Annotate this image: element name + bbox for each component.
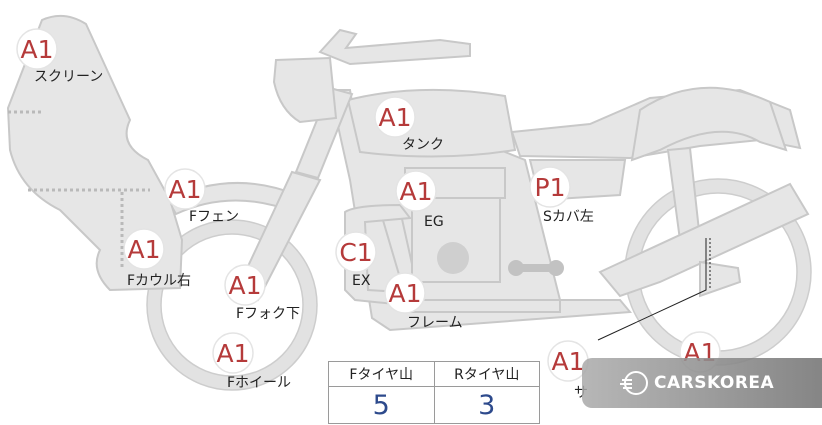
badge-f-wheel-code: A1 [216,339,249,368]
badge-s-cover-left-code: P1 [535,173,566,202]
front-fork-upper [294,86,354,180]
label-engine: EG [424,214,444,230]
badge-f-wheel: A1 [212,332,254,374]
muffler-leader-line [597,238,707,341]
front-tire-header: Fタイヤ山 [349,367,414,383]
engine-sprocket [437,242,469,274]
badge-f-cowl-right-code: A1 [127,235,160,264]
label-f-cowl-right: Fカウル右 [127,273,191,289]
badge-s-cover-left: P1 [529,166,571,208]
badge-f-cowl-right: A1 [123,228,165,270]
front-wheel [146,219,318,391]
badge-exhaust-code: C1 [339,238,372,267]
badge-frame: A1 [384,272,426,314]
rear-tire-header: Rタイヤ山 [433,362,540,386]
badge-engine-code: A1 [399,177,432,206]
tire-table-header-row: Fタイヤ山 Rタイヤ山 [329,362,539,387]
badge-tank-code: A1 [378,103,411,132]
label-tank: タンク [402,137,444,153]
badge-frame-code: A1 [388,279,421,308]
front-tire-value: 5 [372,390,390,421]
label-s-cover-left: Sカバ左 [543,209,594,225]
badge-engine: A1 [395,170,437,212]
carskorea-logo-icon [620,371,648,395]
badge-exhaust: C1 [335,231,377,273]
badge-screen: A1 [16,28,58,70]
carskorea-watermark: CARSKOREA [582,358,822,408]
muffler [598,182,810,298]
label-f-fender: Fフェン [189,209,239,225]
label-frame: フレーム [407,315,463,331]
label-screen: スクリーン [34,69,103,85]
headlight [272,56,338,124]
label-f-fork-lower: Fフォク下 [236,306,300,322]
badge-f-fender: A1 [164,168,206,210]
swingarm-bolt [508,260,564,276]
badge-f-fork-lower-code: A1 [228,271,261,300]
engine-block-lower [411,197,501,283]
watermark-text: CARSKOREA [654,373,775,393]
windscreen-cowl [6,14,184,292]
badge-f-fork-lower: A1 [224,264,266,306]
badge-tank: A1 [374,96,416,138]
tire-tread-table: Fタイヤ山 Rタイヤ山 5 3 [328,361,540,424]
handlebar [318,28,471,66]
badge-screen-code: A1 [20,35,53,64]
badge-bottom-left-code: A1 [551,347,584,376]
label-f-wheel: Fホイール [227,375,291,391]
rear-fender [630,86,788,162]
label-exhaust: EX [352,273,371,289]
badge-f-fender-code: A1 [168,175,201,204]
rear-tire-value: 3 [433,387,540,424]
tire-table-value-row: 5 3 [329,387,539,424]
